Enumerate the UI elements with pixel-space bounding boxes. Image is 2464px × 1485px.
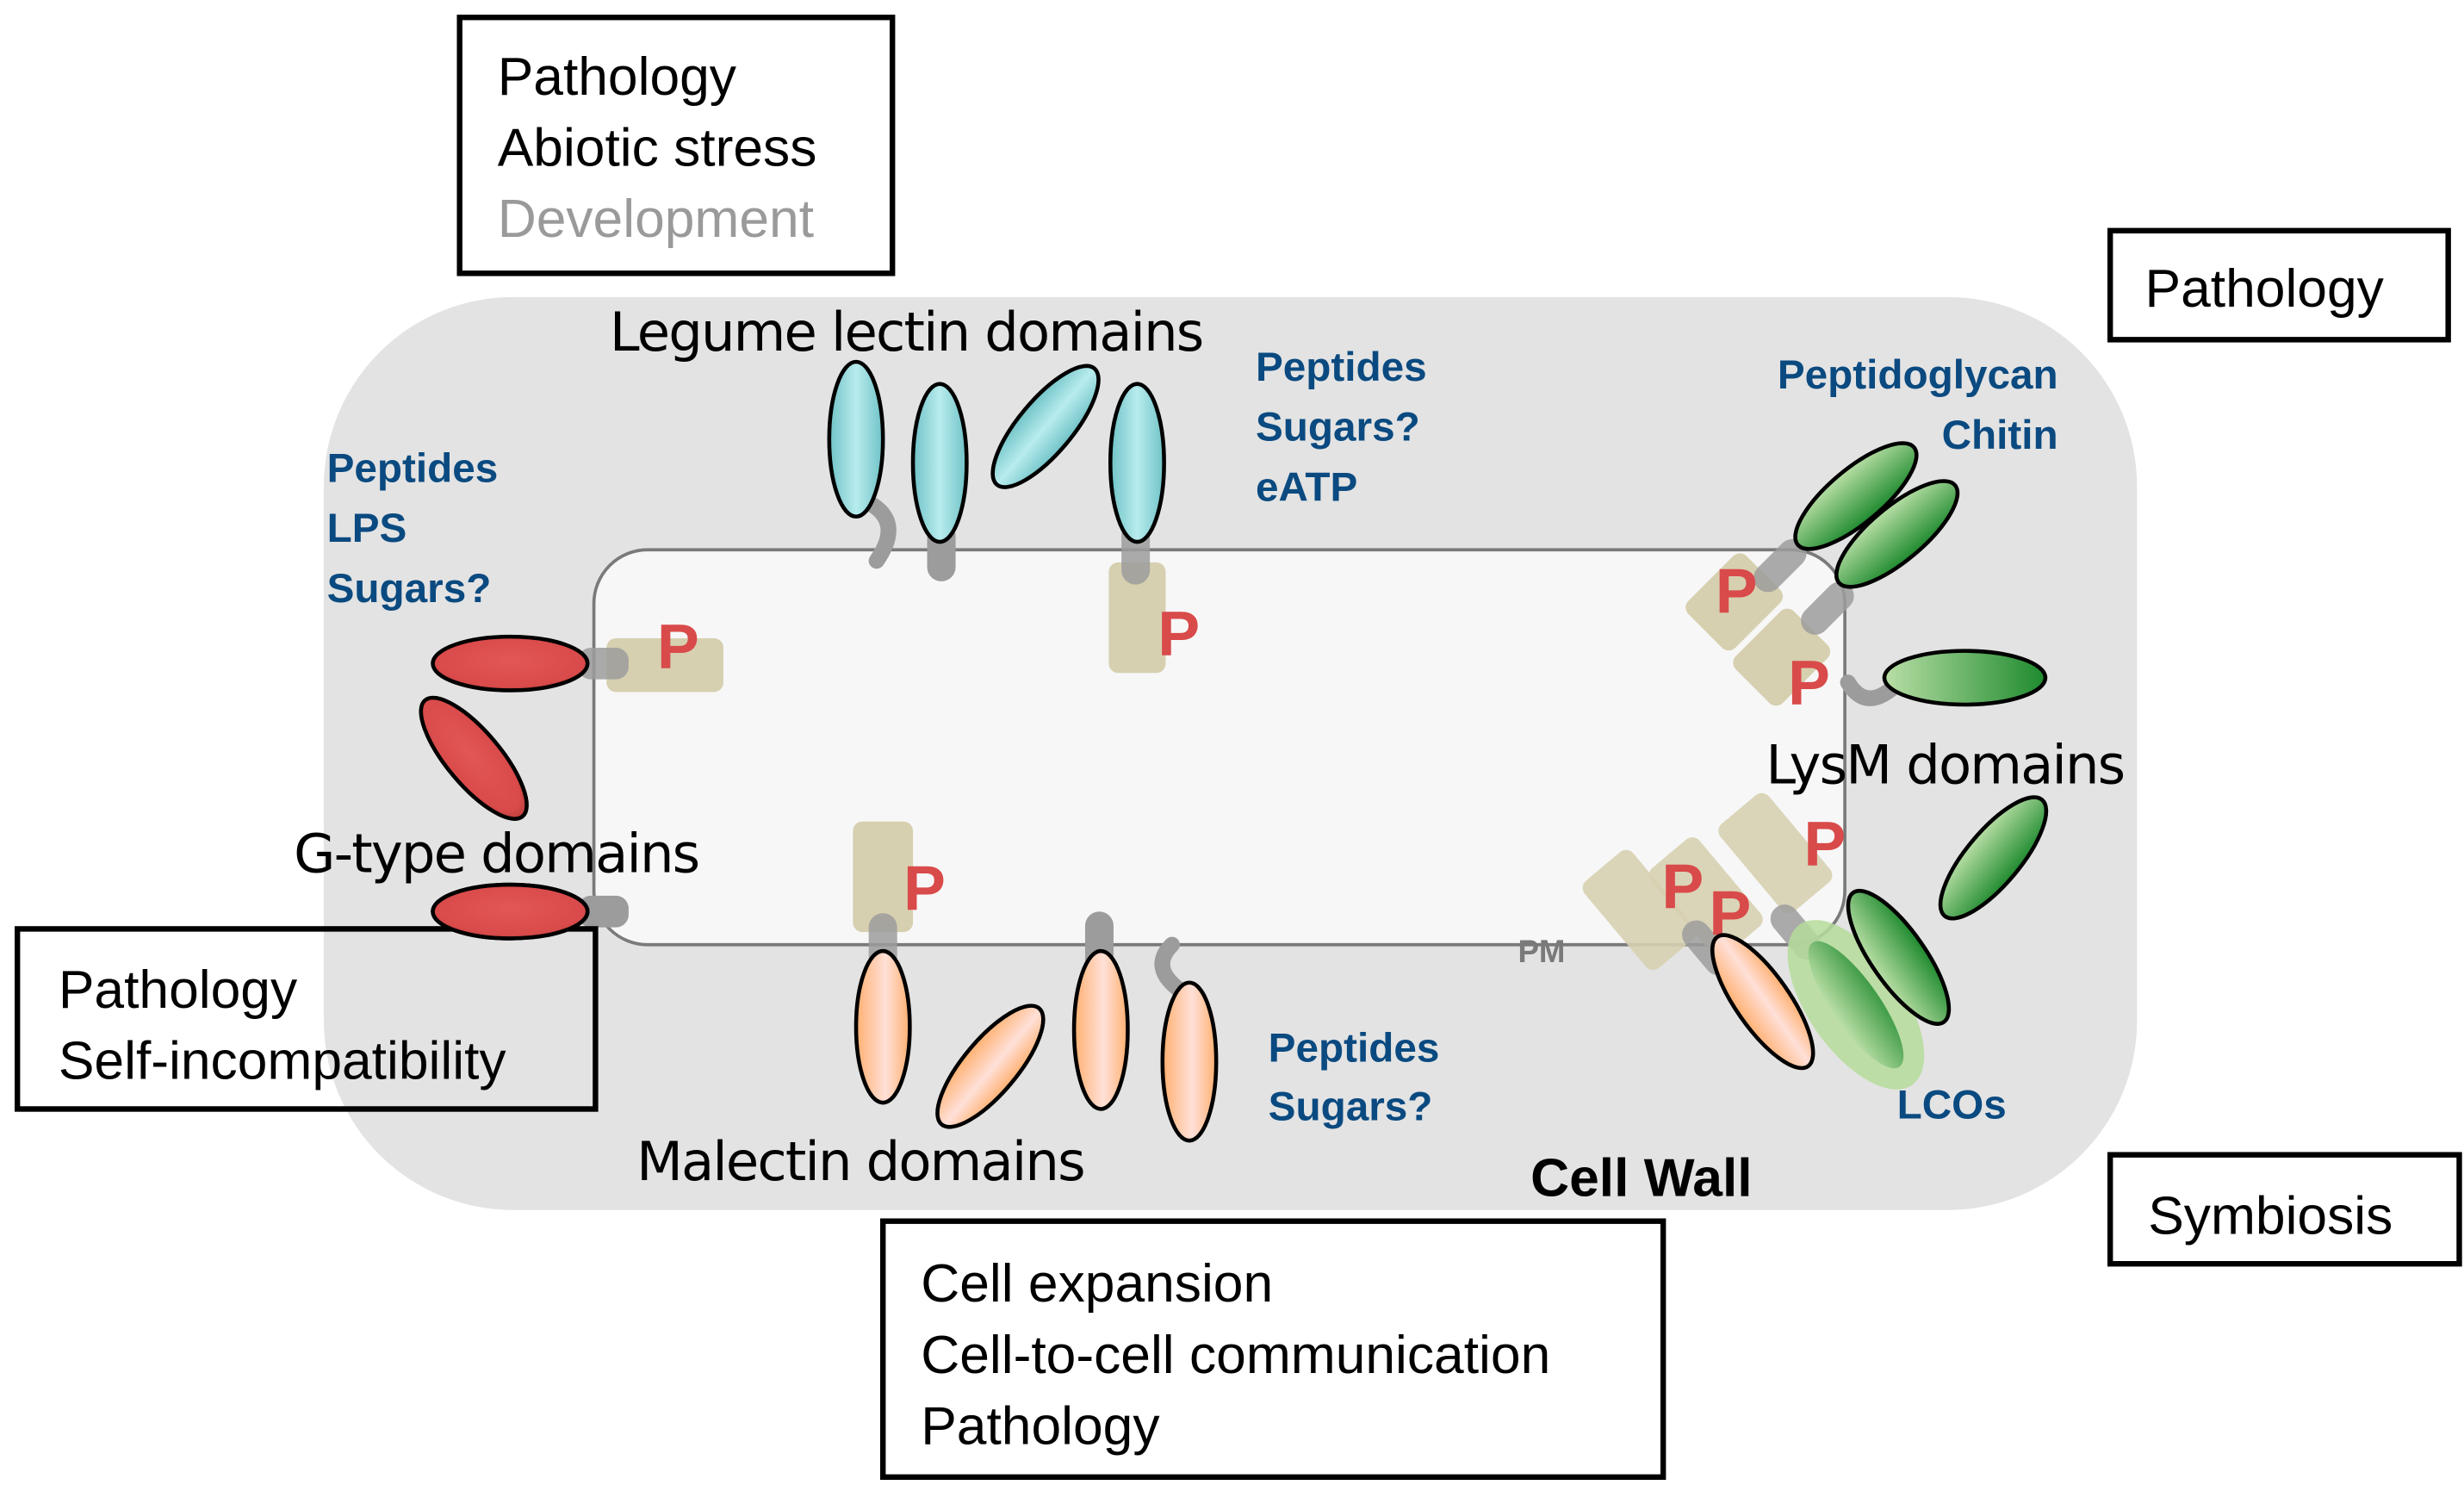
ligand-text: LPS bbox=[327, 506, 407, 551]
ligand-text: Peptides bbox=[327, 445, 499, 491]
lysm-domain bbox=[1846, 888, 1952, 1026]
cell-wall-label: Cell Wall bbox=[1530, 1148, 1753, 1208]
function-box-bottom-left: Pathology Self-incompatibility bbox=[14, 926, 599, 1112]
lysm-receptors-top: P P bbox=[1685, 441, 2048, 718]
ligand-text: Sugars? bbox=[1256, 405, 1420, 450]
function-text: Cell-to-cell communication bbox=[921, 1326, 1550, 1385]
function-text: Abiotic stress bbox=[498, 119, 817, 178]
function-box-bottom-right: Symbiosis bbox=[2107, 1152, 2462, 1267]
malectin-domain bbox=[1071, 948, 1130, 1111]
malectin-domain bbox=[1710, 933, 1815, 1071]
lysm-domain bbox=[1834, 479, 1960, 589]
g-type-domain bbox=[419, 695, 529, 821]
function-text: Pathology bbox=[59, 960, 298, 1020]
legume-lectin-domain bbox=[827, 359, 885, 519]
phosphorylation-p: P bbox=[1661, 852, 1704, 923]
malectin-receptors: P bbox=[853, 821, 1219, 1143]
function-text: Pathology bbox=[498, 47, 737, 107]
kinase-domain bbox=[1108, 562, 1166, 674]
ligand-text: Peptides bbox=[1269, 1025, 1440, 1071]
phosphorylation-p: P bbox=[1716, 556, 1758, 627]
function-text: Self-incompatibility bbox=[59, 1032, 507, 1091]
malectin-domain bbox=[1160, 980, 1219, 1143]
kinase-domain bbox=[853, 821, 914, 933]
lysm-domain bbox=[1938, 795, 2049, 921]
function-text: Symbiosis bbox=[2148, 1186, 2393, 1246]
phosphorylation-p: P bbox=[903, 853, 946, 923]
transmembrane-linker bbox=[578, 895, 629, 928]
lysm-receptors-bottom: P P P bbox=[1582, 792, 2049, 1090]
ligand-text: eATP bbox=[1256, 464, 1357, 510]
kinase-domain bbox=[1718, 792, 1833, 914]
function-text: Cell expansion bbox=[921, 1254, 1273, 1314]
phosphorylation-p: P bbox=[1803, 809, 1846, 879]
malectin-domain bbox=[853, 948, 912, 1105]
ligands-lysm-top: Peptidoglycan Chitin bbox=[1778, 352, 2058, 458]
ligand-text: Peptidoglycan bbox=[1778, 352, 2058, 398]
kinase-domain bbox=[1582, 849, 1697, 971]
ligand-text: LCOs bbox=[1897, 1082, 2007, 1128]
ligand-text: Sugars? bbox=[327, 566, 492, 612]
g-type-domain bbox=[431, 634, 590, 693]
phosphorylation-p: P bbox=[1158, 599, 1200, 669]
kinase-domain bbox=[1648, 837, 1763, 958]
transmembrane-linker bbox=[866, 497, 897, 569]
transmembrane-linker bbox=[1154, 936, 1187, 997]
kinase-domain bbox=[606, 637, 723, 693]
label-lysm-domains: LysM domains bbox=[1766, 734, 2124, 797]
function-box-top-left: Pathology Abiotic stress Development bbox=[456, 14, 896, 276]
g-type-domain-overlap bbox=[431, 882, 590, 941]
transmembrane-linker bbox=[1801, 581, 1854, 635]
legume-lectin-domain bbox=[1108, 382, 1166, 544]
transmembrane-linker bbox=[1753, 538, 1807, 593]
kinase-domain bbox=[1733, 608, 1831, 706]
transmembrane-linker bbox=[578, 647, 629, 680]
ligands-legume-lectin: Peptides Sugars? eATP bbox=[1256, 345, 1427, 510]
lysm-domain bbox=[1808, 941, 1904, 1069]
ligands-malectin: Peptides Sugars? bbox=[1269, 1025, 1440, 1129]
malectin-domain bbox=[935, 1003, 1046, 1129]
function-box-top-right: Pathology bbox=[2107, 227, 2451, 343]
label-malectin-domains: Malectin domains bbox=[636, 1130, 1084, 1193]
legume-lectin-receptors: P bbox=[827, 359, 1200, 674]
legume-lectin-domain bbox=[910, 382, 969, 544]
label-legume-lectin-domains: Legume lectin domains bbox=[610, 301, 1202, 363]
ligands-g-type: Peptides LPS Sugars? bbox=[327, 445, 499, 611]
function-text-development: Development bbox=[498, 190, 814, 249]
phosphorylation-p: P bbox=[1788, 648, 1830, 718]
phosphorylation-p: P bbox=[657, 612, 699, 682]
function-text: Pathology bbox=[921, 1396, 1160, 1456]
label-g-type-domains: G-type domains bbox=[294, 822, 698, 885]
legume-lectin-domain bbox=[990, 363, 1101, 489]
lysm-domain bbox=[1882, 649, 2048, 707]
ligand-text: Sugars? bbox=[1269, 1084, 1433, 1129]
function-box-bottom-center: Cell expansion Cell-to-cell communicatio… bbox=[879, 1218, 1666, 1481]
ligand-text: Peptides bbox=[1256, 345, 1427, 390]
ligand-text: Chitin bbox=[1942, 413, 2058, 458]
function-text: Pathology bbox=[2145, 259, 2385, 319]
plasma-membrane-label: PM bbox=[1518, 934, 1565, 969]
